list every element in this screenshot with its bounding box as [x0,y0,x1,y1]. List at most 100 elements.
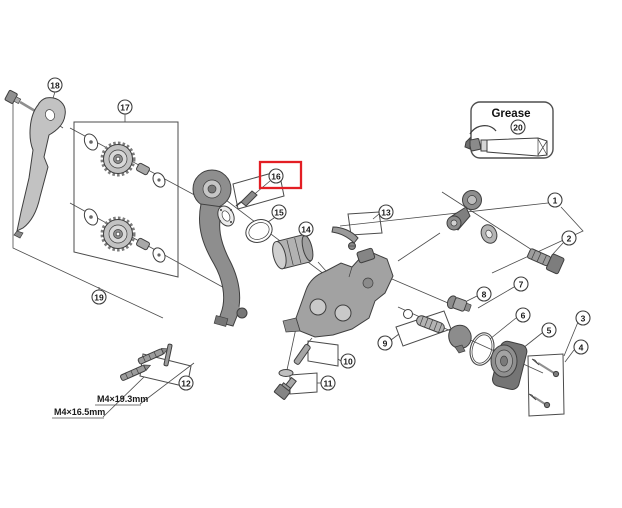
stopper-bolt [273,369,297,400]
svg-text:9: 9 [383,339,388,349]
pulley-bolt-head [236,307,248,319]
svg-text:19: 19 [94,293,104,303]
svg-text:17: 17 [120,103,130,113]
grease-label: Grease [491,108,530,120]
plate-foot [213,315,229,327]
svg-text:6: 6 [521,311,526,321]
guide-pulley [100,141,136,177]
callout-14: 14 [298,221,314,237]
callout-9: 9 [377,335,393,351]
small-o-ring [403,309,413,319]
spring-pin [293,343,311,365]
body-knob [356,247,376,264]
callout-19: 19 [91,289,107,305]
callout-1: 1 [547,192,563,208]
washer-hole [157,253,161,257]
spec-label-long: M4×19.3mm [97,394,148,404]
unit-cover [490,340,528,390]
group-line-to-1 [339,202,549,227]
svg-text:15: 15 [274,208,284,218]
cover-screws [528,358,560,409]
plate-hub [207,184,217,194]
pulley-bushing [136,162,150,176]
pin-box-10 [307,340,339,367]
callout-2: 2 [561,230,577,246]
bracket-bolt [527,248,565,275]
left-group-bracket [12,100,164,319]
bolt-collar [13,96,22,105]
body-arm [282,317,301,333]
svg-text:2: 2 [567,234,572,244]
callout-6: 6 [515,307,531,323]
pulley-teeth [100,216,136,252]
stopper-plate-part [235,190,258,207]
bearing-washer-stack [217,205,235,227]
callout-15: 15 [271,204,287,220]
svg-text:3: 3 [581,314,586,324]
callouts: 1 2 3 4 5 6 7 8 9 10 11 12 13 14 15 16 1… [47,77,591,391]
svg-text:8: 8 [482,290,487,300]
inner-plate [13,97,66,239]
svg-text:16: 16 [271,172,281,182]
switch-unit-part [446,295,472,312]
coil-spring [416,315,445,334]
pulley-bolt-shaft [228,298,242,312]
cover-screw-box-3-4 [527,353,565,417]
tube-clip [469,125,497,135]
cable-fixing-bolt [331,226,359,250]
plate-foot [13,230,24,239]
callout-11: 11 [320,375,336,391]
screw-spec-labels: M4×19.3mm M4×16.5mm [52,394,148,419]
stopper-tip [235,201,242,207]
plug-cylinder [272,234,314,270]
callout-8: 8 [476,286,492,302]
set-pin [163,343,173,367]
pulley-group-box-17 [73,121,179,278]
body-hole [334,304,352,322]
svg-text:14: 14 [301,225,311,235]
adjusting-screws [120,343,173,381]
callout-18: 18 [47,77,63,93]
callout-10: 10 [340,353,356,369]
derailleur-body [282,247,394,338]
svg-text:20: 20 [513,123,523,133]
spec-leader-long [139,362,195,405]
outer-plate [192,169,248,327]
spec-label-short: M4×16.5mm [54,407,105,417]
o-ring [245,219,273,243]
svg-text:4: 4 [579,343,584,353]
group-boxes [73,121,565,417]
callout-5: 5 [541,322,557,338]
body-to-part8-line [391,278,449,304]
callout-3: 3 [575,310,591,326]
flat-washer [278,369,294,377]
plug-spring-group [403,309,445,334]
washer-hole [89,140,93,144]
pulley-bushing [136,237,150,251]
callout-7: 7 [513,276,529,292]
plate-hole [45,109,55,121]
cable-bolt-box-13 [347,211,383,236]
pulley-set-lower [83,208,166,263]
svg-text:13: 13 [381,208,391,218]
washer-hole [89,215,93,219]
svg-text:10: 10 [343,357,353,367]
pulley-teeth [100,141,136,177]
pulley-set-upper [83,133,166,188]
body-boss [362,277,374,289]
svg-text:12: 12 [181,379,191,389]
tube-cap [468,138,482,152]
clamp-part [448,324,472,354]
stopper-group-box-16 [232,170,285,210]
link-to-body-line [397,232,441,262]
body-to-bolt-axis [286,327,297,371]
tube-nozzle [464,136,471,150]
tension-pulley [100,216,136,252]
callout-20: 20 [510,119,526,135]
svg-text:11: 11 [324,379,333,389]
spec-leader-short [102,376,145,418]
callout-4: 4 [573,339,589,355]
callout-13: 13 [378,204,394,220]
